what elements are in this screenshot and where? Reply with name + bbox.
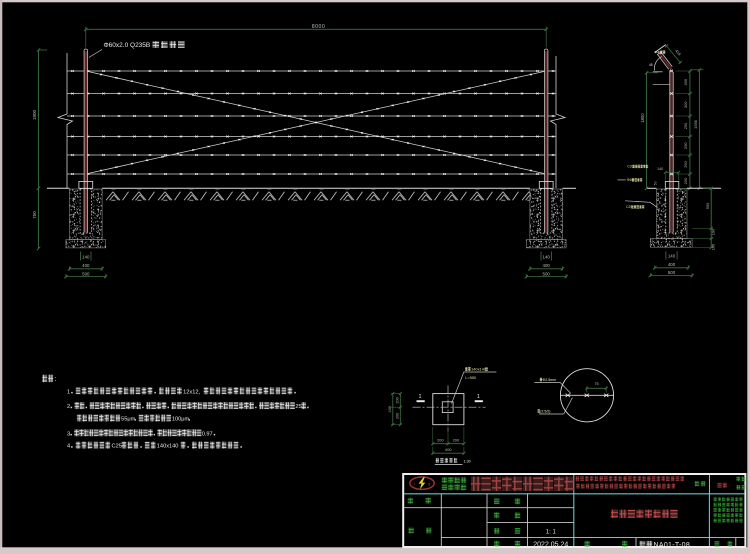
svg-text:45: 45 [649, 63, 653, 67]
svg-text:1: 1 [67, 389, 70, 395]
svg-text:200: 200 [437, 437, 444, 442]
svg-text:400: 400 [445, 447, 452, 452]
svg-text:140: 140 [657, 167, 663, 171]
svg-text:1: 1 [477, 394, 480, 400]
svg-text:250: 250 [683, 142, 688, 149]
svg-text:Φ2.5mm: Φ2.5mm [543, 378, 557, 382]
svg-text:140: 140 [543, 255, 551, 260]
svg-text:0.97: 0.97 [202, 431, 213, 437]
svg-text:200: 200 [453, 437, 460, 442]
svg-text:50: 50 [654, 181, 658, 185]
svg-text:Φ60x2.0 Q235B: Φ60x2.0 Q235B [104, 42, 151, 49]
svg-text:4: 4 [67, 444, 70, 450]
svg-text:300: 300 [683, 78, 688, 85]
svg-text:1800: 1800 [32, 109, 37, 120]
svg-text:200: 200 [394, 412, 399, 419]
svg-text:1:30: 1:30 [464, 460, 471, 464]
svg-text:500: 500 [82, 271, 90, 276]
svg-text:400: 400 [543, 263, 551, 268]
svg-text:550: 550 [705, 202, 710, 209]
svg-text:(2.5/2): (2.5/2) [540, 409, 550, 413]
svg-text:55μm: 55μm [121, 417, 136, 423]
svg-text:190: 190 [710, 228, 715, 235]
svg-text:L=550: L=550 [465, 375, 477, 380]
svg-text:Φ48: Φ48 [655, 51, 662, 55]
svg-text:140: 140 [668, 254, 676, 259]
svg-text:500: 500 [543, 271, 551, 276]
svg-text:75: 75 [594, 381, 598, 386]
svg-text:2022.05.24: 2022.05.24 [533, 542, 568, 549]
svg-text:8000: 8000 [312, 24, 326, 30]
svg-text:750: 750 [32, 211, 37, 219]
svg-text::: : [54, 374, 56, 383]
svg-text:C25: C25 [626, 205, 632, 209]
svg-text:NA01-T-08: NA01-T-08 [654, 542, 691, 549]
svg-text:C20: C20 [627, 165, 633, 169]
svg-text:1800: 1800 [640, 113, 645, 123]
svg-text:416: 416 [674, 48, 683, 57]
svg-text:C25: C25 [112, 444, 122, 450]
svg-text:Φ48: Φ48 [627, 178, 634, 182]
svg-text:140x140: 140x140 [471, 366, 487, 371]
svg-text:250: 250 [683, 122, 688, 129]
svg-text:J: J [414, 483, 416, 487]
svg-text:2: 2 [67, 404, 70, 410]
svg-text:200: 200 [394, 396, 399, 403]
svg-text:S: S [428, 483, 430, 487]
svg-text:12x12,: 12x12, [183, 389, 200, 395]
svg-text:3: 3 [67, 431, 70, 437]
svg-text:25: 25 [295, 404, 301, 410]
svg-text:100μm: 100μm [172, 417, 190, 423]
svg-text:400: 400 [387, 405, 392, 412]
svg-text:140: 140 [82, 255, 90, 260]
svg-text:400: 400 [82, 263, 90, 268]
svg-text:1: 1: 1: 1 [546, 530, 557, 536]
svg-text:250: 250 [683, 160, 688, 167]
svg-text:140x140: 140x140 [157, 444, 179, 450]
svg-text:100: 100 [710, 243, 715, 250]
svg-text:1: 1 [419, 394, 422, 400]
svg-text:1556: 1556 [693, 120, 698, 129]
svg-text:400: 400 [668, 262, 676, 267]
svg-text:200: 200 [683, 177, 688, 184]
svg-text:500: 500 [668, 270, 676, 275]
svg-text:300: 300 [683, 101, 688, 108]
